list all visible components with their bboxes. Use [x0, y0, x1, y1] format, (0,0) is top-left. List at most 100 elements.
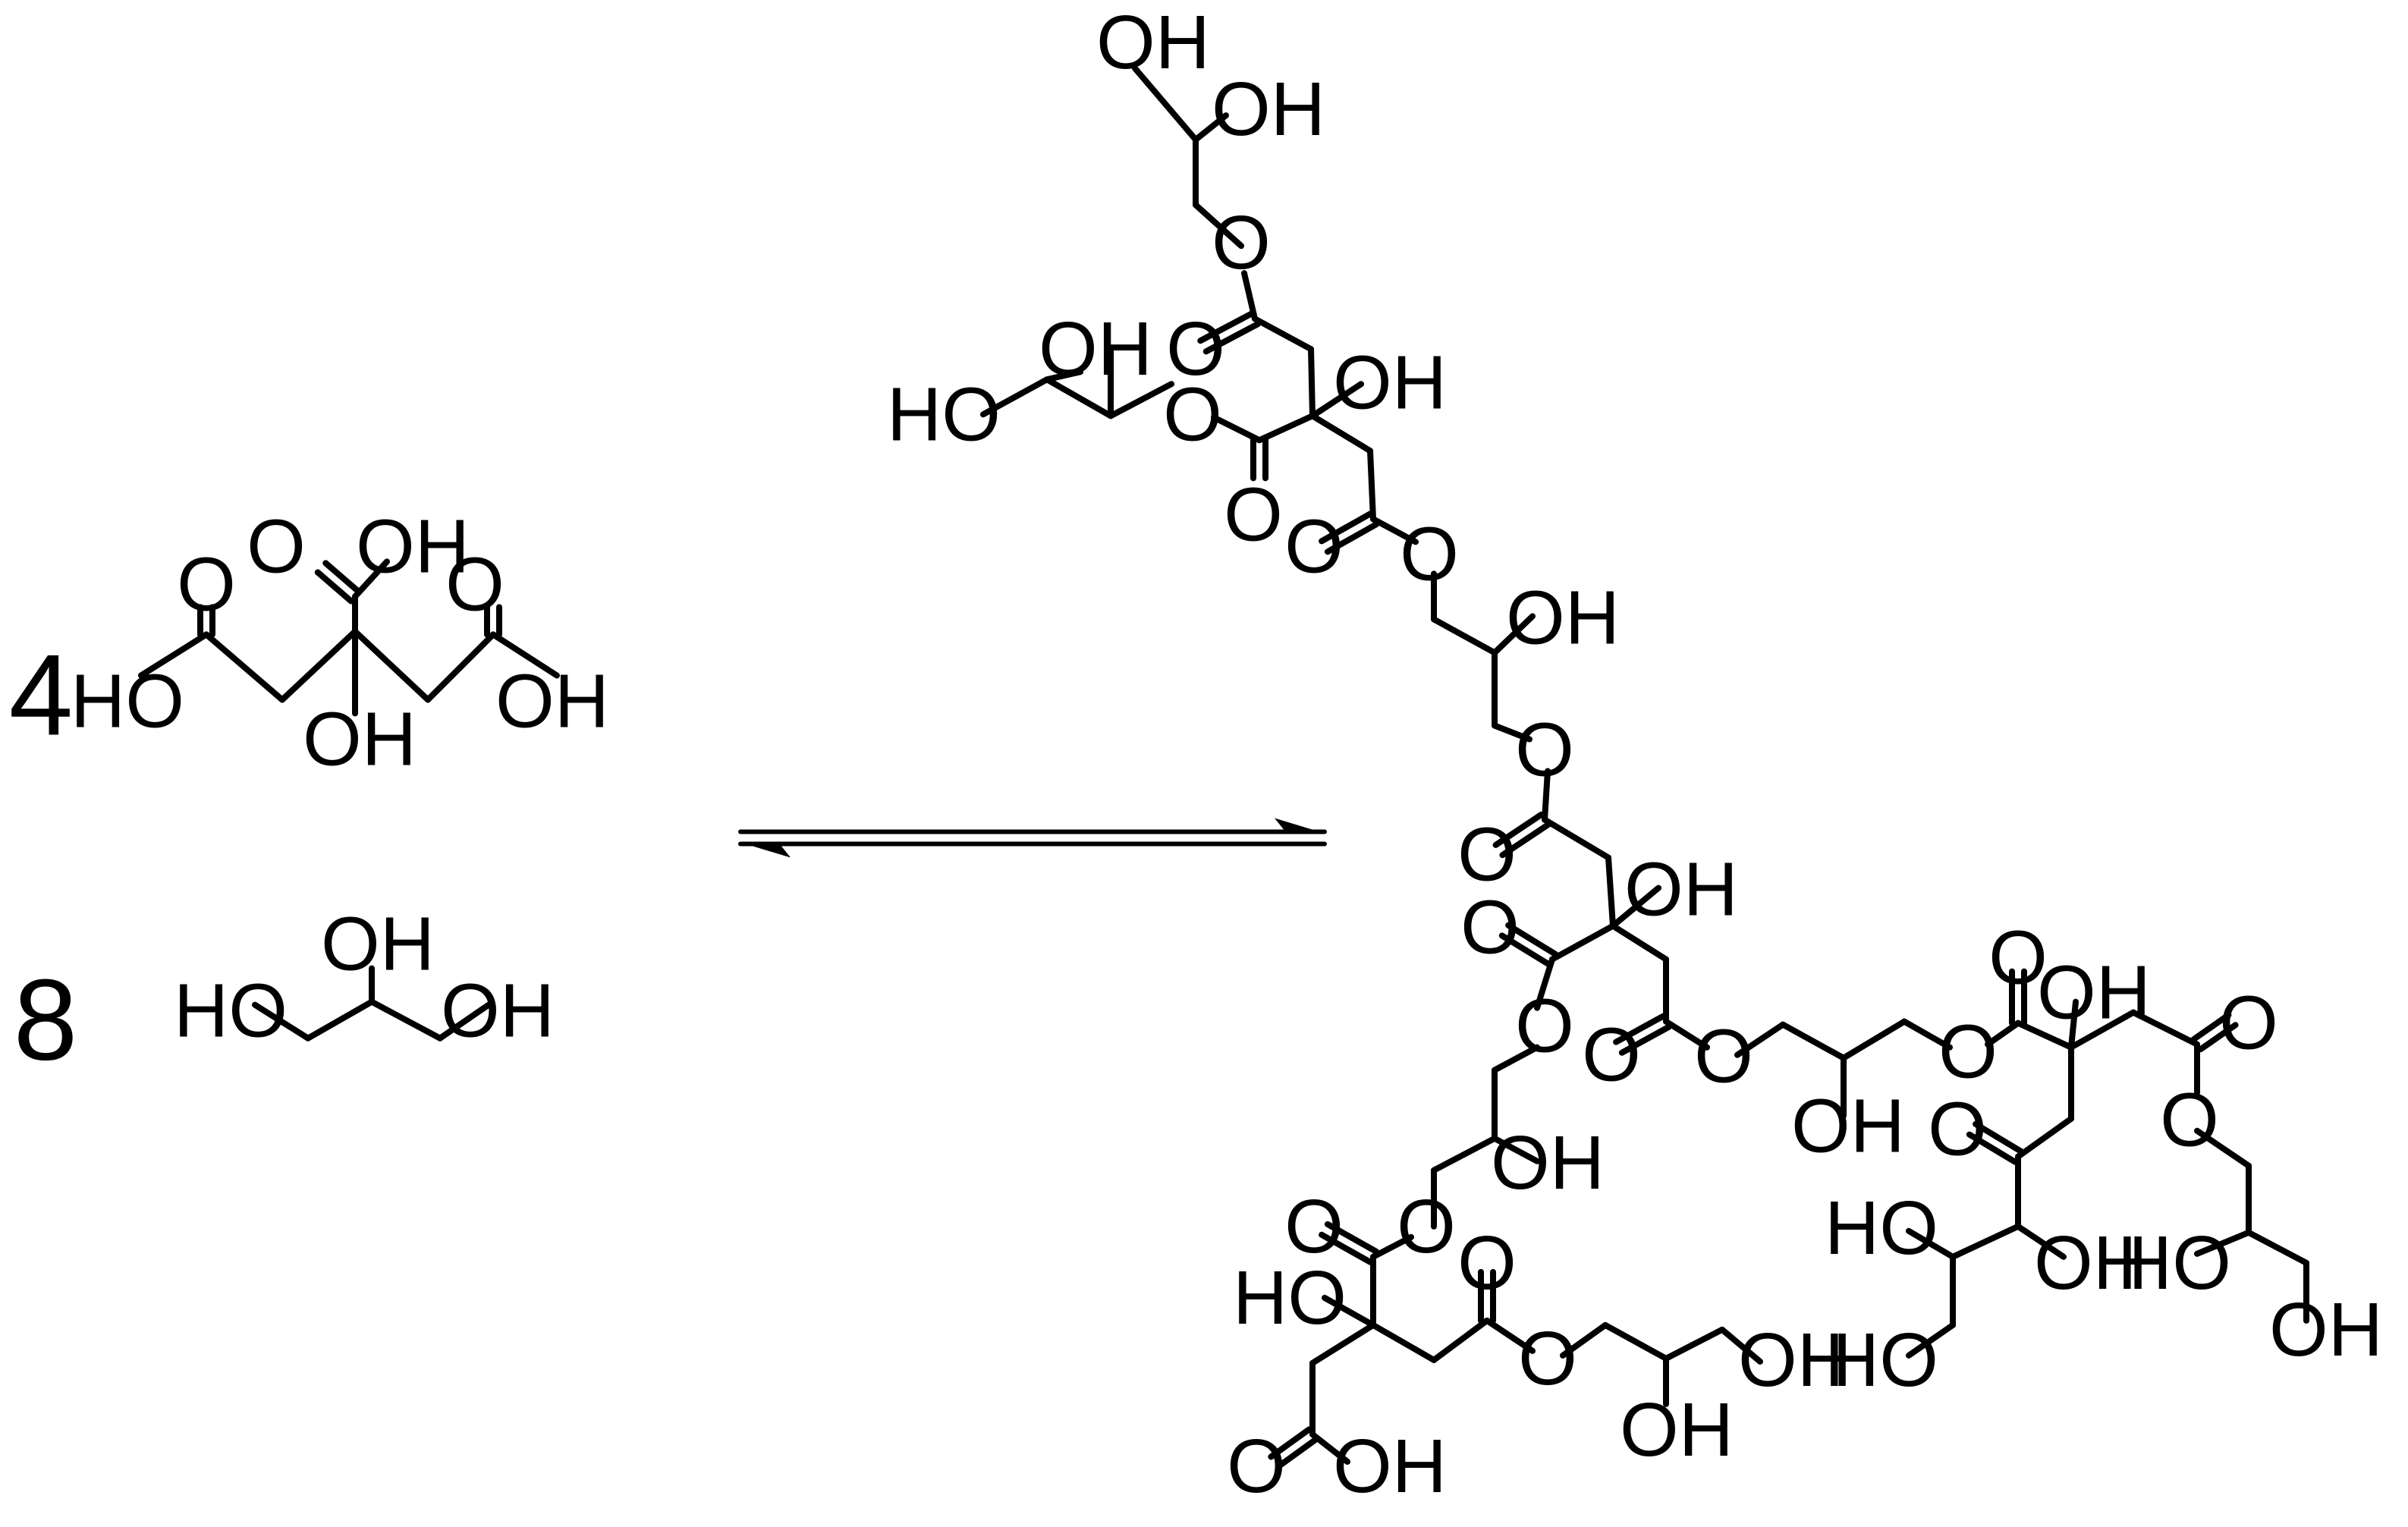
- double-bond: [1966, 1131, 2018, 1165]
- bond: [369, 998, 443, 1042]
- double-bond: [1499, 822, 1551, 859]
- atom-label-o: O: [1227, 1424, 1286, 1509]
- bond: [2015, 1115, 2074, 1160]
- atom-label-oh: OH: [441, 969, 555, 1054]
- bond: [305, 998, 375, 1042]
- atom-label-oh: OH: [2037, 950, 2151, 1035]
- atom-label-oh: OH: [1333, 1424, 1447, 1509]
- bond: [1734, 1021, 1786, 1058]
- bond: [1370, 1321, 1437, 1363]
- atom-label-o: O: [1694, 1014, 1753, 1099]
- bond: [1549, 922, 1616, 963]
- atom-label-o: O: [1457, 1221, 1517, 1305]
- atom-label-ho: HO: [1825, 1318, 1938, 1403]
- double-bond: [314, 569, 354, 605]
- bond: [1492, 1135, 1540, 1164]
- atom-label-oh: OH: [303, 696, 417, 781]
- bond: [1906, 1227, 1956, 1260]
- bond: [1950, 1223, 2021, 1260]
- bond: [980, 376, 1050, 418]
- double-bond: [2197, 1022, 2239, 1053]
- bond: [352, 628, 431, 703]
- atom-label-oh: OH: [1039, 306, 1152, 391]
- bond: [1542, 816, 1611, 861]
- bond: [1906, 1321, 1956, 1359]
- atom-label-o: O: [1928, 1087, 1987, 1172]
- bond: [1719, 1326, 1763, 1365]
- bond: [1044, 369, 1083, 383]
- bond: [1322, 1294, 1376, 1328]
- double-bond: [1618, 1023, 1672, 1056]
- atom-label-ho: HO: [887, 372, 1001, 457]
- atom-label-o: O: [445, 542, 505, 627]
- atom-label-o: O: [2160, 1078, 2219, 1163]
- atom-label-ho: HO: [1825, 1186, 1938, 1271]
- bond: [1309, 1321, 1376, 1366]
- double-bond: [1324, 1221, 1379, 1255]
- bond: [1985, 1020, 2021, 1048]
- bond: [1484, 1317, 1536, 1354]
- atom-label-ho: HO: [2117, 1221, 2231, 1305]
- atom-label-o: O: [1457, 812, 1517, 897]
- atom-label-ho: HO: [71, 658, 184, 743]
- atom-label-o: O: [1515, 984, 1574, 1069]
- double-bond: [1973, 1120, 2025, 1155]
- bond: [1256, 413, 1316, 444]
- double-bond: [1498, 932, 1552, 968]
- bond: [1370, 1233, 1414, 1260]
- atom-label-oh: OH: [1738, 1318, 1852, 1403]
- bond: [1602, 1321, 1669, 1362]
- bond: [1492, 1044, 1540, 1073]
- double-bond: [322, 560, 363, 595]
- double-bond: [1268, 1426, 1312, 1460]
- atom-label-o: O: [1163, 372, 1222, 457]
- atom-label-oh: OH: [1491, 1120, 1605, 1205]
- atom-label-o: O: [247, 504, 306, 589]
- double-bond: [1202, 321, 1261, 355]
- atom-label-o: O: [1212, 200, 1271, 285]
- bond: [2015, 1020, 2074, 1051]
- bond: [1211, 414, 1262, 444]
- bond: [1605, 854, 1616, 929]
- bond: [437, 1001, 492, 1042]
- double-bond: [1319, 511, 1374, 545]
- bond: [2194, 1229, 2252, 1257]
- bond: [1663, 1326, 1725, 1362]
- bond: [1560, 1321, 1608, 1359]
- bond: [1309, 413, 1373, 454]
- bond: [1542, 768, 1551, 823]
- double-bond: [1613, 1013, 1667, 1045]
- bond: [1610, 922, 1669, 963]
- equilibrium-arrow: [738, 818, 1327, 858]
- coefficient-citric-acid: 4: [9, 630, 74, 759]
- atom-label-oh: OH: [1791, 1084, 1905, 1169]
- bond: [1492, 613, 1536, 656]
- bond: [1308, 346, 1316, 419]
- coefficient-glycerol: 8: [14, 956, 78, 1085]
- atom-label-o: O: [2219, 981, 2278, 1066]
- atom-label-o: O: [1166, 306, 1225, 391]
- atom-label-o: O: [177, 542, 236, 627]
- atom-label-o: O: [1284, 504, 1344, 589]
- atom-label-o: O: [1988, 916, 2048, 1001]
- atom-label-oh: OH: [2269, 1287, 2383, 1372]
- bond: [1309, 381, 1364, 419]
- atom-label-oh: OH: [2034, 1221, 2148, 1305]
- double-bond: [1505, 922, 1559, 957]
- bond: [203, 631, 285, 703]
- double-bond: [1492, 811, 1545, 848]
- bond: [490, 631, 560, 679]
- double-bond: [1275, 1436, 1319, 1470]
- atom-label-ho: HO: [1233, 1255, 1347, 1340]
- bond: [1663, 1018, 1710, 1051]
- atom-label-o: O: [1518, 1316, 1577, 1401]
- atom-label-oh: OH: [1620, 1387, 1734, 1472]
- bond: [2246, 1229, 2309, 1266]
- bond: [138, 631, 209, 679]
- bond: [1044, 376, 1114, 419]
- atom-label-o: O: [1938, 1010, 1998, 1095]
- bond: [1492, 722, 1533, 743]
- bond: [2130, 1009, 2200, 1048]
- bond: [352, 558, 390, 600]
